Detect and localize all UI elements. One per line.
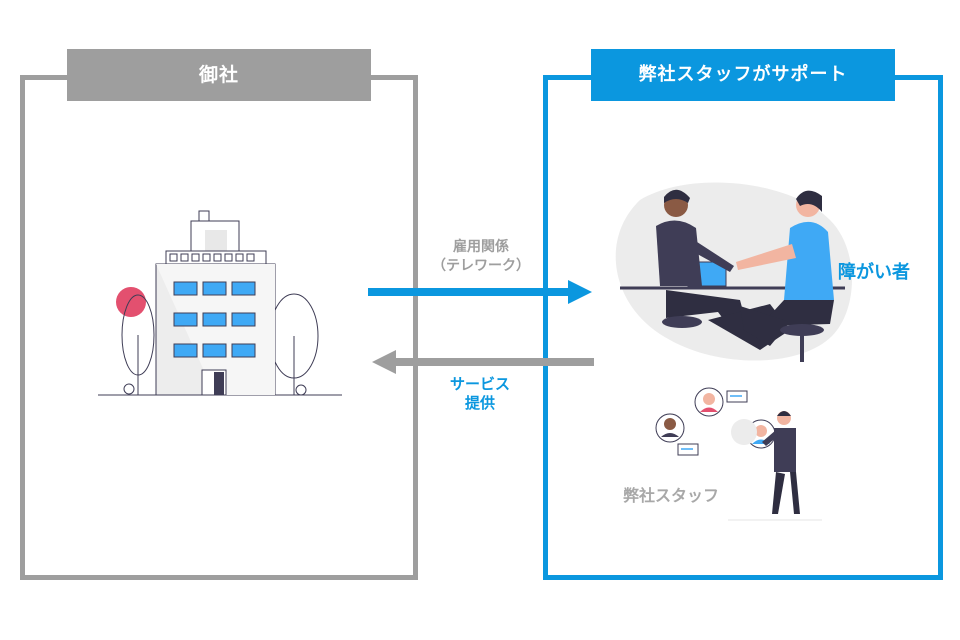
company-panel-title: 御社: [67, 49, 371, 101]
sun-icon: [116, 287, 146, 317]
office-building-illustration: [98, 210, 342, 396]
service-arrow: [372, 350, 594, 374]
staff-label: 弊社スタッフ: [623, 486, 720, 505]
service-label-line2: 提供: [464, 394, 495, 412]
employment-relation-label: 雇用関係 （テレワーク）: [410, 238, 552, 276]
service-provision-label: サービス 提供: [430, 375, 530, 413]
employment-arrow: [368, 280, 592, 304]
disabled-person-label: 障がい者: [838, 262, 910, 283]
support-panel-title: 弊社スタッフがサポート: [591, 49, 895, 101]
meeting-illustration: [615, 182, 852, 362]
staff-illustration: [655, 387, 822, 521]
service-label-line1: サービス: [449, 375, 510, 393]
employment-label-line2: （テレワーク）: [432, 258, 530, 274]
employment-label-line1: 雇用関係: [453, 239, 509, 255]
